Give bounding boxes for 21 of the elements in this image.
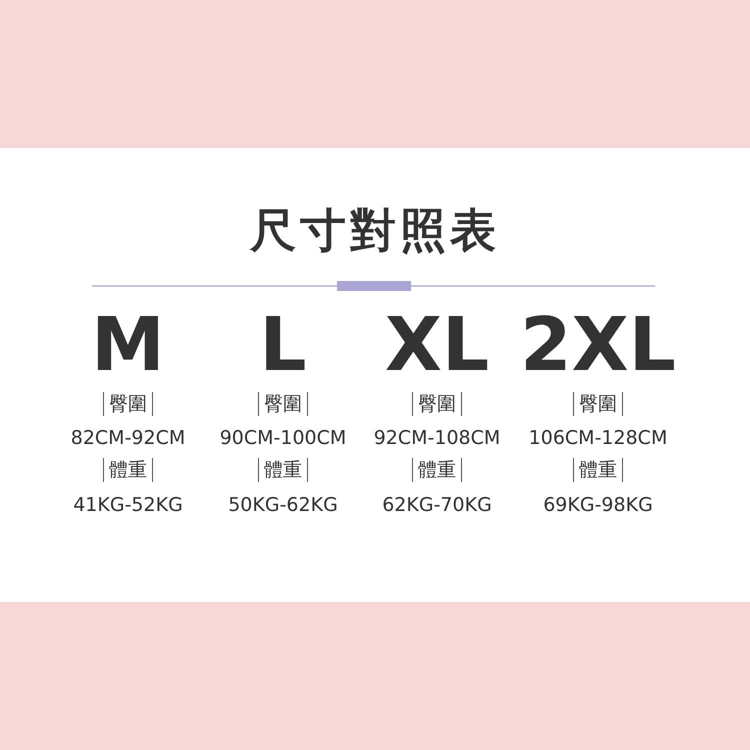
column-heading: 臀圍 bbox=[258, 392, 308, 416]
column-heading: 臀圍 bbox=[103, 392, 153, 416]
chart-title: 尺寸對照表 bbox=[248, 202, 501, 259]
column-heading: 體重 bbox=[103, 458, 153, 482]
column-heading: 臀圍 bbox=[412, 392, 462, 416]
size-label: XL bbox=[384, 305, 490, 385]
size-label: L bbox=[259, 305, 307, 385]
size-label: M bbox=[91, 305, 165, 385]
size-label: 2XL bbox=[520, 305, 676, 385]
weight-range: 41KG-52KG bbox=[73, 493, 183, 517]
column-heading: 體重 bbox=[573, 458, 623, 482]
weight-range: 50KG-62KG bbox=[228, 493, 338, 517]
hip-range: 82CM-92CM bbox=[70, 426, 186, 450]
weight-range: 62KG-70KG bbox=[382, 493, 492, 517]
hip-range: 92CM-108CM bbox=[374, 426, 500, 450]
column-heading: 臀圍 bbox=[573, 392, 623, 416]
hip-range: 106CM-128CM bbox=[528, 426, 668, 450]
column-heading: 體重 bbox=[258, 458, 308, 482]
column-heading: 體重 bbox=[412, 458, 462, 482]
hip-range: 90CM-100CM bbox=[220, 426, 346, 450]
weight-range: 69KG-98KG bbox=[543, 493, 653, 517]
